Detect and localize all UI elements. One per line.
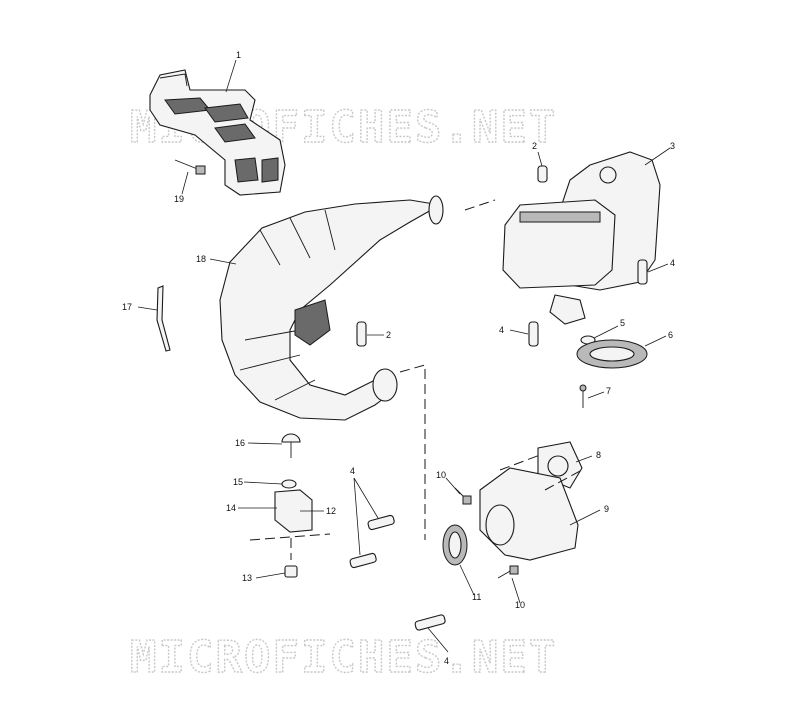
part-bolt-10-top [454, 487, 472, 505]
spring-4-right [637, 259, 648, 285]
callout-1: 1 [236, 50, 241, 60]
callout-4-lower: 4 [350, 466, 355, 476]
spring-4-lower-a [367, 514, 395, 531]
watermark-bottom: MICROFICHES.NET [130, 632, 557, 683]
spring-4-bottom [414, 614, 446, 631]
callout-18: 18 [196, 254, 206, 264]
part-ring-11 [442, 524, 468, 566]
callout-16: 16 [235, 438, 245, 448]
part-manifold [479, 441, 583, 561]
callout-4-right: 4 [670, 258, 675, 268]
callout-2-mid: 2 [386, 330, 391, 340]
part-expansion-chamber [219, 195, 444, 421]
callout-7: 7 [606, 386, 611, 396]
callout-2-top: 2 [532, 141, 537, 151]
callout-12: 12 [326, 506, 336, 516]
spring-4-center [528, 321, 539, 347]
spring-4-lower-b [349, 552, 377, 569]
part-rivet-7 [579, 384, 587, 408]
callout-14: 14 [226, 503, 236, 513]
part-gasket-6 [576, 339, 648, 369]
part-bolt-10-bottom [497, 565, 519, 579]
callout-11: 11 [472, 592, 481, 602]
callout-17: 17 [122, 302, 132, 312]
callout-15: 15 [233, 477, 243, 487]
callout-10-top: 10 [436, 470, 446, 480]
callout-9: 9 [604, 504, 609, 514]
part-muffler [502, 151, 661, 325]
part-bracket [149, 69, 286, 196]
spring-2-top [537, 165, 548, 183]
callout-8: 8 [596, 450, 601, 460]
callout-6: 6 [668, 330, 673, 340]
callout-3: 3 [670, 141, 675, 151]
callout-4-center: 4 [499, 325, 504, 335]
callout-13: 13 [242, 573, 252, 583]
callout-4-bottom: 4 [444, 656, 449, 666]
callout-5: 5 [620, 318, 625, 328]
part-bolt-19 [174, 159, 206, 175]
spring-2-mid [356, 321, 367, 347]
callout-10-bottom: 10 [515, 600, 525, 610]
callout-19: 19 [174, 194, 184, 204]
part-mount-assembly [274, 433, 313, 578]
part-strap [156, 285, 171, 352]
